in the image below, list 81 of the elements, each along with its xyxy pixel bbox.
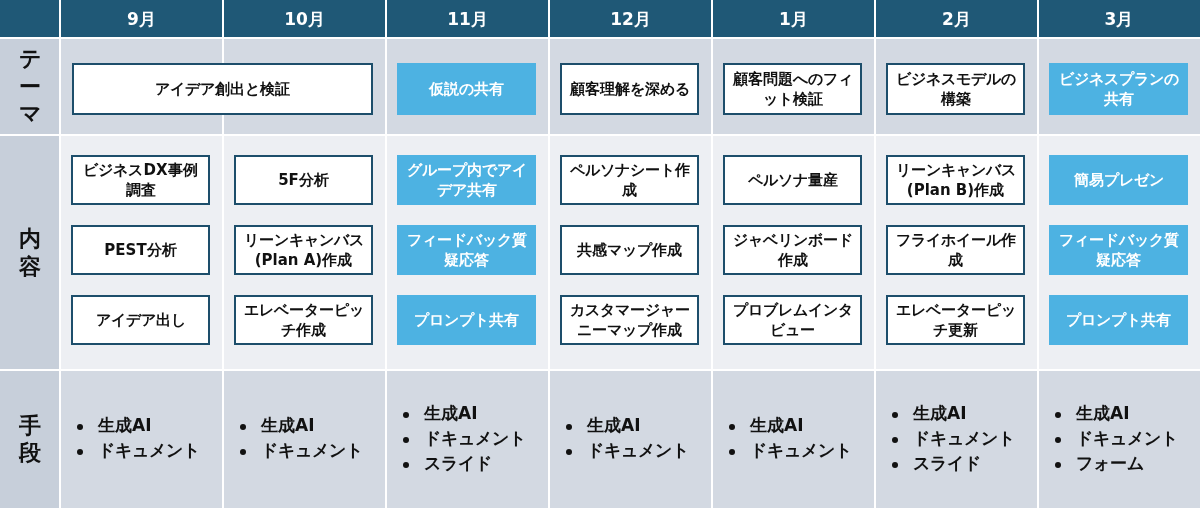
box-text: PEST分析 xyxy=(104,239,177,261)
month-header: 12月 xyxy=(609,7,652,31)
month-header: 3月 xyxy=(1103,7,1135,31)
bullet-text: ドキュメント xyxy=(1076,426,1178,450)
bullet-text: フォーム xyxy=(1076,451,1144,475)
box-text: カスタマージャーニーマップ作成 xyxy=(568,299,691,341)
box-text: フィードバック質疑応答 xyxy=(1057,229,1180,271)
box-text: 顧客理解を深める xyxy=(569,78,690,100)
process-box xyxy=(397,63,536,115)
box-text: 仮説の共有 xyxy=(429,78,504,100)
row-header: 内容 xyxy=(18,225,42,280)
process-box xyxy=(234,155,373,205)
bullet-text: スライド xyxy=(424,451,492,475)
process-box xyxy=(723,225,862,275)
bullet-text: ドキュメント xyxy=(261,439,363,462)
bullet-text: ドキュメント xyxy=(98,439,200,462)
box-text: ビジネスDX事例調査 xyxy=(82,159,199,201)
box-text: リーンキャンバス(Plan A)作成 xyxy=(242,229,365,271)
process-box xyxy=(723,295,862,345)
box-text: 簡易プレゼン xyxy=(1073,169,1164,191)
box-text: ビジネスモデルの構築 xyxy=(894,68,1017,110)
bullet-text: 生成AI xyxy=(261,414,315,437)
bullet-text: 生成AI xyxy=(913,401,967,425)
box-text: ジャベリンボード作成 xyxy=(731,229,854,271)
row-header: 手段 xyxy=(18,411,42,467)
process-box xyxy=(886,295,1025,345)
bullet-text: 生成AI xyxy=(1076,401,1130,425)
bullet-text: ドキュメント xyxy=(587,439,689,462)
box-text: エレベーターピッチ作成 xyxy=(242,299,365,341)
process-box xyxy=(560,155,699,205)
process-box xyxy=(71,225,210,275)
process-box xyxy=(886,155,1025,205)
month-header: 1月 xyxy=(778,7,809,31)
bullet-text: スライド xyxy=(913,451,981,475)
month-header: 2月 xyxy=(941,7,972,31)
box-text: ペルソナシート作成 xyxy=(568,159,691,201)
process-box xyxy=(397,155,536,205)
box-text: 顧客問題へのフィット検証 xyxy=(731,68,854,110)
box-text: エレベーターピッチ更新 xyxy=(894,299,1017,341)
process-box xyxy=(1049,295,1188,345)
process-box xyxy=(397,225,536,275)
bullet-text: 生成AI xyxy=(424,401,478,425)
box-text: ビジネスプランの共有 xyxy=(1057,68,1180,110)
bullet-text: 生成AI xyxy=(98,414,152,437)
box-text: 5F分析 xyxy=(278,169,329,191)
bullet-text: ドキュメント xyxy=(424,426,526,450)
process-box xyxy=(723,155,862,205)
process-box xyxy=(1049,63,1188,115)
process-box xyxy=(560,63,699,115)
bullet-text: ドキュメント xyxy=(750,439,852,462)
process-box xyxy=(397,295,536,345)
box-text: リーンキャンバス(Plan B)作成 xyxy=(894,159,1017,201)
bullet-text: ドキュメント xyxy=(913,426,1015,450)
process-box xyxy=(72,63,373,115)
process-box xyxy=(723,63,862,115)
box-text: アイデア出し xyxy=(95,309,186,331)
box-text: フィードバック質疑応答 xyxy=(405,229,528,271)
process-box xyxy=(560,295,699,345)
box-text: プロンプト共有 xyxy=(414,309,519,331)
process-box xyxy=(71,295,210,345)
box-text: ペルソナ量産 xyxy=(747,169,838,191)
row-header: テーマ xyxy=(18,45,42,128)
box-text: プロブレムインタビュー xyxy=(731,299,854,341)
box-text: プロンプト共有 xyxy=(1066,309,1171,331)
bullet-text: 生成AI xyxy=(587,414,641,437)
box-text: アイデア創出と検証 xyxy=(155,78,290,100)
process-box xyxy=(560,225,699,275)
process-box xyxy=(234,295,373,345)
month-header: 10月 xyxy=(283,7,326,31)
month-header: 11月 xyxy=(446,7,489,31)
process-box xyxy=(886,63,1025,115)
process-box xyxy=(886,225,1025,275)
process-box xyxy=(234,225,373,275)
process-box xyxy=(71,155,210,205)
process-box xyxy=(1049,155,1188,205)
bullet-text: 生成AI xyxy=(750,414,804,437)
month-header: 9月 xyxy=(126,7,157,31)
box-text: フライホイール作成 xyxy=(894,229,1017,271)
box-text: グループ内でアイデア共有 xyxy=(405,159,528,201)
process-box xyxy=(1049,225,1188,275)
box-text: 共感マップ作成 xyxy=(577,239,682,261)
